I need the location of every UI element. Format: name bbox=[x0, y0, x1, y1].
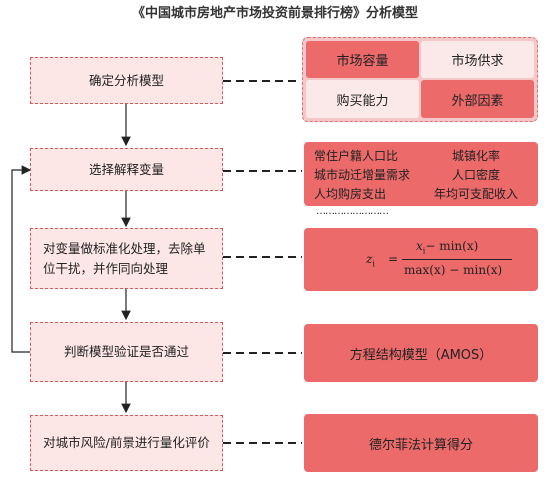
delphi-score-box: 德尔菲法计算得分 bbox=[304, 414, 538, 472]
step-label: 对变量做标准化处理，去除单位干扰，并作同向处理 bbox=[43, 241, 206, 276]
step-quantify-evaluation: 对城市风险/前景进行量化评价 bbox=[30, 415, 223, 471]
formula-numerator: xi − min(x) bbox=[416, 239, 478, 256]
variable-item: 人口密度 bbox=[452, 168, 501, 182]
variable-item: 常住户籍人口比 bbox=[314, 149, 399, 163]
variables-box: 常住户籍人口比 城镇化率 城市动迁增量需求 人口密度 人均购房支出 年均可支配收… bbox=[304, 142, 538, 206]
formula-denominator: max(x) − min(x) bbox=[404, 263, 503, 277]
sem-model-box: 方程结构模型（AMOS） bbox=[304, 324, 538, 382]
model-cell-external-factors: 外部因素 bbox=[421, 80, 534, 118]
formula-num-rest: − min(x) bbox=[425, 239, 479, 253]
step-label: 判断模型验证是否通过 bbox=[63, 344, 189, 360]
formula-lhs-sub: i bbox=[372, 259, 375, 269]
model-cell-purchasing-power: 购买能力 bbox=[306, 80, 419, 118]
feedback-loop-arrow bbox=[11, 165, 36, 353]
step-determine-model: 确定分析模型 bbox=[30, 57, 223, 104]
step-label: 确定分析模型 bbox=[88, 72, 164, 88]
step-label: 对城市风险/前景进行量化评价 bbox=[43, 435, 210, 451]
formula-fraction-bar bbox=[402, 259, 512, 260]
step-label: 选择解释变量 bbox=[88, 161, 164, 177]
step-normalize: 对变量做标准化处理，去除单位干扰，并作同向处理 bbox=[30, 228, 223, 289]
formula-lhs: z bbox=[366, 252, 373, 266]
normalization-formula-box: zi = xi − min(x) max(x) − min(x) bbox=[304, 228, 538, 291]
formula-num-x: x bbox=[416, 239, 423, 253]
variable-item: 城市动迁增量需求 bbox=[314, 168, 411, 182]
model-cell-market-capacity: 市场容量 bbox=[306, 41, 419, 78]
formula: zi = xi − min(x) max(x) − min(x) bbox=[366, 239, 526, 281]
page-title: 《中国城市房地产市场投资前景排行榜》分析模型 bbox=[131, 6, 418, 21]
step-validate-model: 判断模型验证是否通过 bbox=[30, 322, 223, 382]
variable-item: 城镇化率 bbox=[452, 149, 501, 163]
more-variables-ellipsis: …………………… bbox=[316, 206, 389, 217]
model-cell-supply-demand: 市场供求 bbox=[421, 41, 534, 78]
step-select-variables: 选择解释变量 bbox=[30, 148, 223, 191]
formula-equals: = bbox=[388, 252, 399, 266]
variable-item: 年均可支配收入 bbox=[434, 187, 519, 201]
formula-num-sub: i bbox=[422, 246, 426, 256]
variable-item: 人均购房支出 bbox=[314, 187, 387, 201]
